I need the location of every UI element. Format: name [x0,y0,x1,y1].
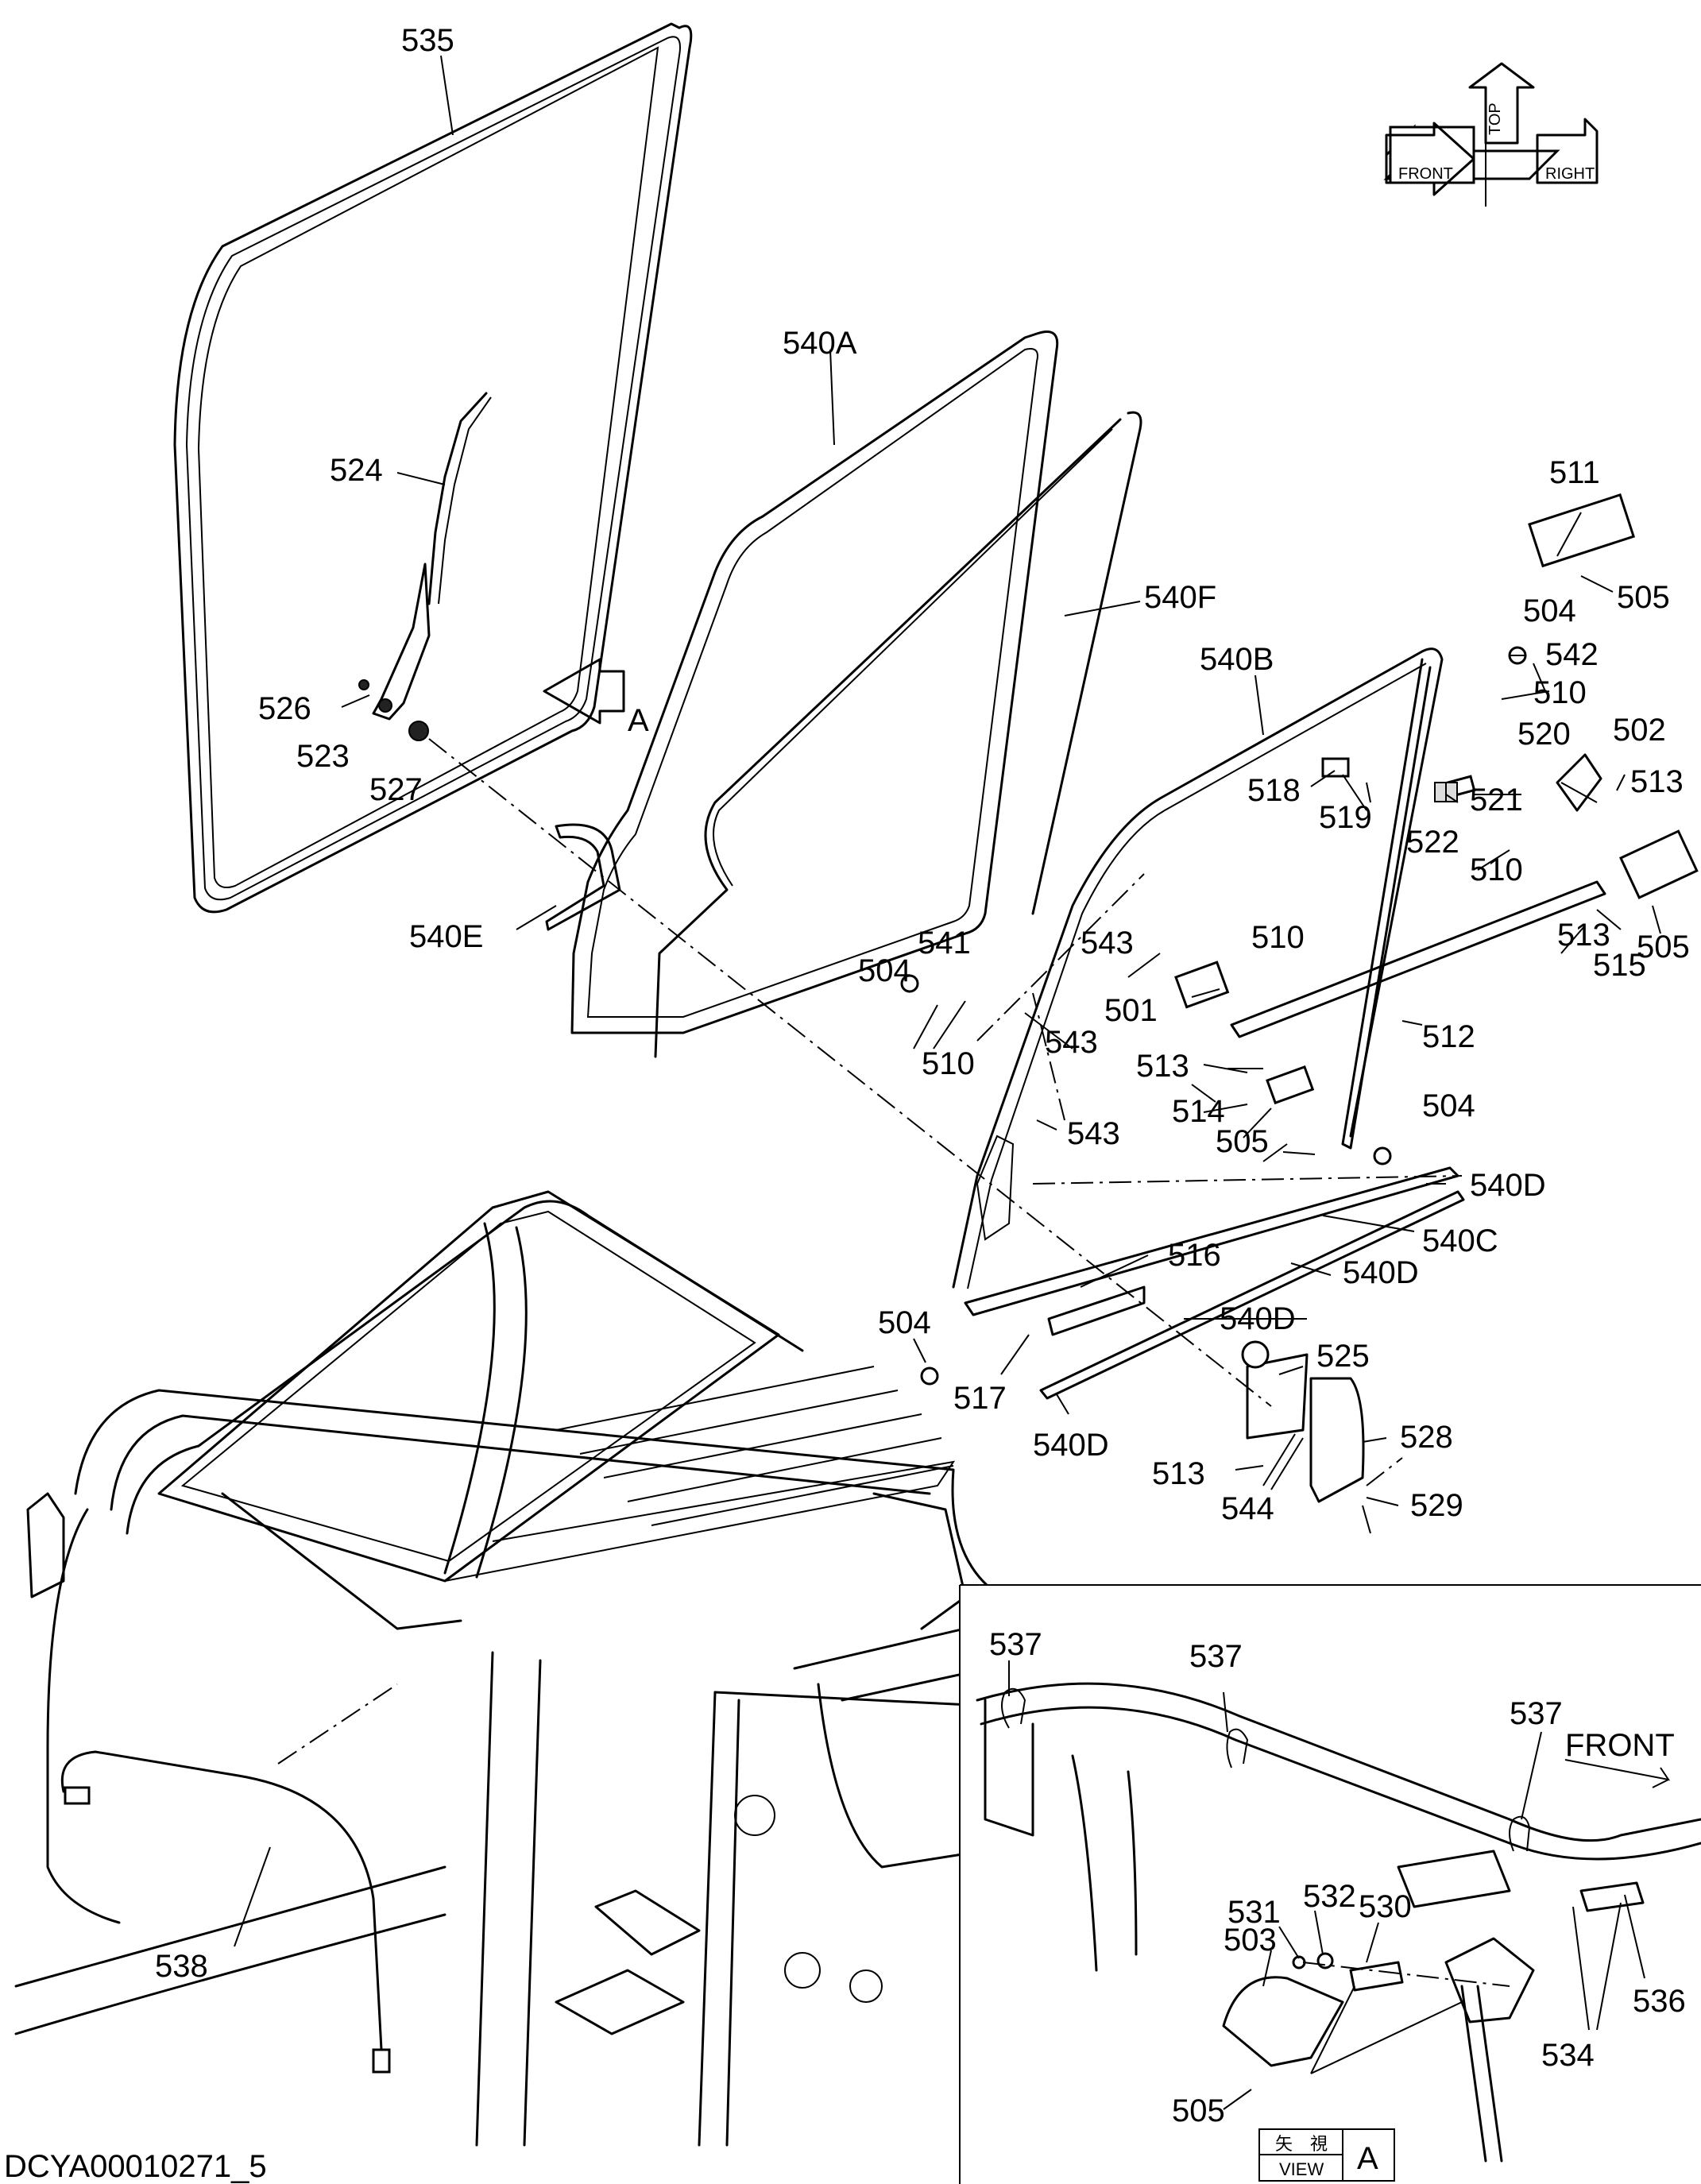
label-540F: 540F [1144,580,1216,615]
label-521: 521 [1470,783,1523,818]
label-538: 538 [155,1949,208,1984]
label-536: 536 [1633,1984,1686,2019]
label-542: 542 [1545,637,1599,672]
label-540D-b: 540D [1343,1255,1419,1290]
label-514: 514 [1172,1094,1225,1129]
label-513-b: 513 [1557,918,1610,953]
label-513-a: 513 [1630,764,1684,799]
label-531: 531 [1227,1895,1281,1930]
label-532: 532 [1303,1879,1356,1914]
leader-lines [234,55,1661,2110]
label-519: 519 [1319,800,1372,835]
label-522: 522 [1406,825,1459,860]
view-a-marker: A [628,703,649,738]
label-505-a: 505 [1617,580,1670,615]
windshield-glass-535 [173,22,693,914]
label-543-c: 543 [1067,1116,1120,1151]
label-535: 535 [401,23,454,58]
view-a-arrow: A [543,658,649,738]
door-frame-540B [900,493,1699,1503]
label-513-c: 513 [1136,1049,1189,1084]
label-543-b: 543 [1045,1025,1098,1060]
label-537-c: 537 [1510,1696,1563,1731]
label-510-a: 510 [1533,675,1587,710]
label-510-b: 510 [1470,852,1523,887]
label-505-c: 505 [1216,1124,1269,1159]
label-515: 515 [1593,948,1646,983]
label-544: 544 [1221,1491,1274,1526]
label-504-c: 504 [1422,1088,1475,1123]
label-511: 511 [1549,455,1600,490]
label-523: 523 [296,739,350,774]
label-537-a: 537 [989,1627,1042,1662]
view-box-letter: A [1357,2141,1378,2176]
label-537-b: 537 [1189,1639,1243,1674]
label-540B: 540B [1200,642,1274,677]
label-534: 534 [1541,2038,1595,2073]
label-527: 527 [369,772,423,807]
label-540D-d: 540D [1033,1428,1109,1463]
label-510-d: 510 [1251,920,1305,955]
label-520: 520 [1517,717,1571,752]
label-505-b: 505 [1637,930,1690,964]
label-543-a: 543 [1081,926,1134,961]
label-540D-c: 540D [1220,1301,1296,1336]
label-518: 518 [1247,773,1301,808]
label-504-d: 504 [878,1305,931,1340]
orientation-front-label: FRONT [1398,165,1453,183]
part-labels: 535 540A 540F 540B 524 526 523 527 540E … [155,23,1690,2128]
label-516: 516 [1168,1238,1221,1273]
label-540D-a: 540D [1470,1168,1546,1203]
view-box-kanji: 矢 視 [1275,2134,1328,2154]
label-529: 529 [1410,1488,1463,1523]
view-a-inset [959,1584,1701,2184]
label-517: 517 [953,1381,1007,1416]
label-501: 501 [1104,993,1158,1028]
view-box-view: VIEW [1279,2159,1324,2179]
label-540C: 540C [1422,1223,1498,1258]
label-528: 528 [1400,1420,1453,1455]
label-504-b: 504 [858,953,911,988]
label-526: 526 [258,691,311,726]
label-530: 530 [1359,1889,1412,1924]
orientation-right-label: RIGHT [1545,165,1595,183]
label-541: 541 [918,926,971,961]
door-glass-540A [545,330,1142,1058]
label-504-a: 504 [1523,593,1576,628]
label-front: FRONT [1565,1728,1675,1763]
label-525: 525 [1316,1339,1370,1374]
label-524: 524 [330,453,383,488]
label-502: 502 [1613,713,1666,748]
cab-structure [14,1190,1034,2147]
label-540A: 540A [783,326,857,361]
view-a-box: 矢 視 VIEW A [1258,2128,1395,2182]
label-513-d: 513 [1152,1456,1205,1491]
orientation-top-label: TOP [1486,102,1504,135]
drawing-id: DCYA00010271_5 [4,2149,267,2184]
label-510-c: 510 [922,1046,975,1081]
label-503: 503 [1224,1923,1277,1958]
orientation-indicator: FRONT TOP RIGHT [1383,62,1599,207]
label-505-d: 505 [1172,2093,1225,2128]
label-540E: 540E [409,919,483,954]
label-512: 512 [1422,1019,1475,1054]
